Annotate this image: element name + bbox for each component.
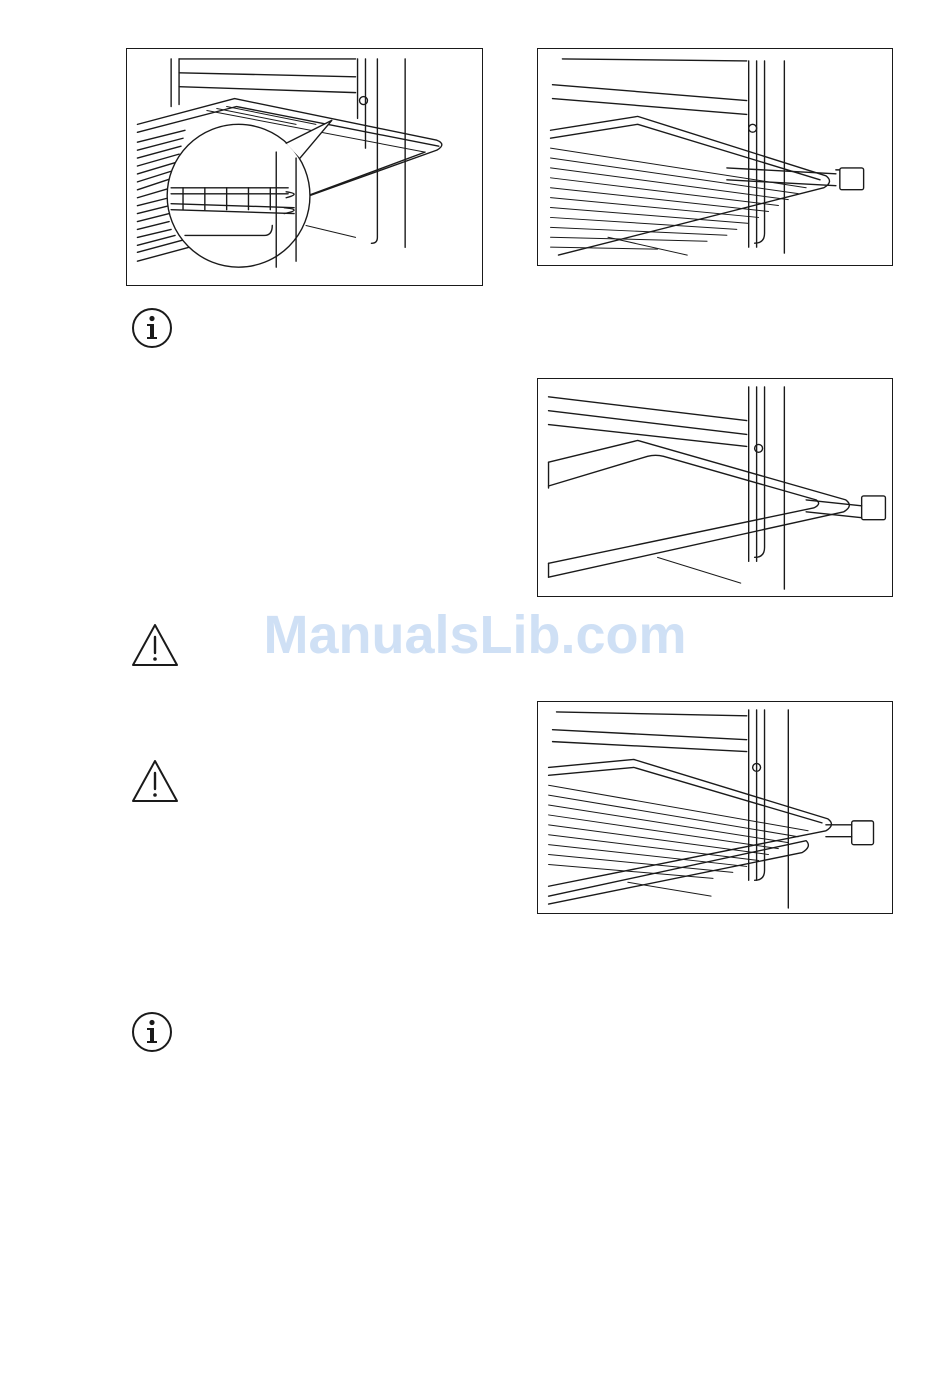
info-icon <box>130 1010 174 1054</box>
figure-grid-shelf-rails <box>537 48 893 266</box>
info-icon <box>130 306 174 350</box>
watermark: ManualsLib.com <box>0 604 950 666</box>
oven-illustration <box>538 379 892 596</box>
oven-illustration <box>538 702 892 913</box>
figure-grid-and-pan-rails <box>537 701 893 914</box>
figure-deep-pan-rails <box>537 378 893 597</box>
oven-illustration <box>127 49 482 285</box>
warning-icon <box>130 758 180 804</box>
figure-grid-shelf-detail <box>126 48 483 286</box>
oven-illustration <box>538 49 892 265</box>
